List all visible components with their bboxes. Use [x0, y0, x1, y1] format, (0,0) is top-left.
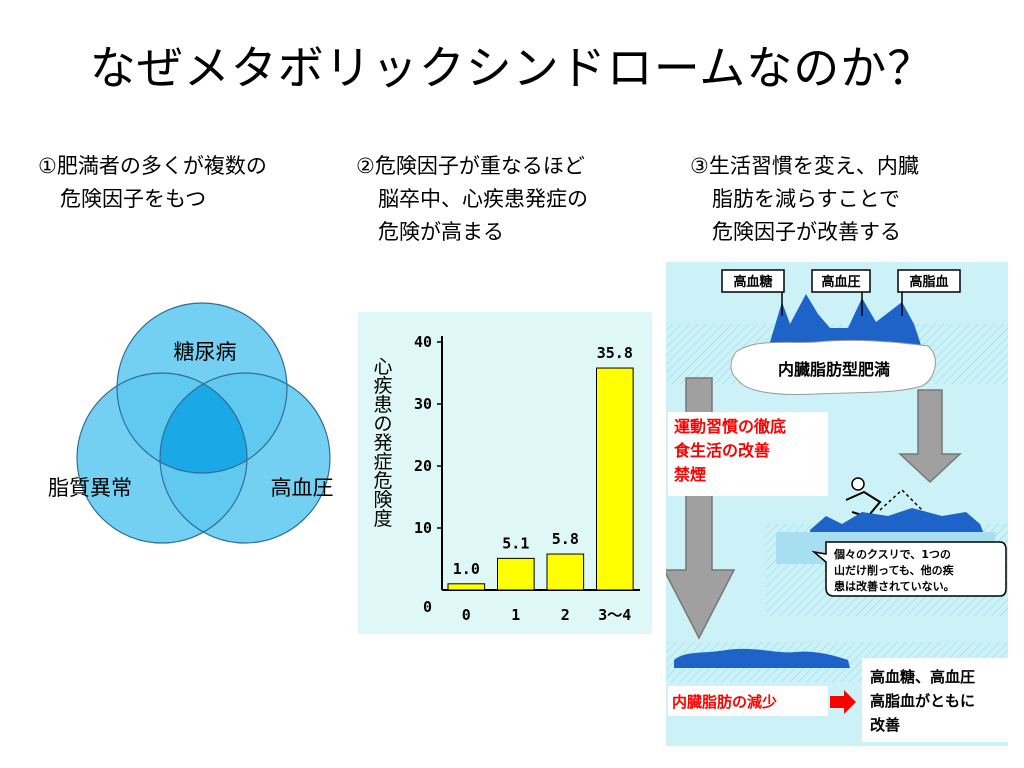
point-obesity-risk: ①肥満者の多くが複数の 危険因子をもつ	[38, 150, 267, 216]
heart-disease-risk-bar-chart: 0 10 20 30 40 1.0 0 5.1 1 5.8 2 35.8 3〜4	[414, 333, 640, 624]
tag-hyperlipidemia: 高脂血	[897, 269, 961, 316]
y-tick-label: 0	[423, 598, 432, 616]
y-axis-label-char: の	[373, 413, 393, 435]
bar-value-label: 5.8	[552, 530, 579, 548]
venn-outline-dyslipidemia	[76, 372, 248, 544]
venn-outline-hypertension	[159, 372, 331, 544]
tag-high-blood-pressure: 高血圧	[811, 269, 871, 316]
lifestyle-line-diet: 食生活の改善	[673, 441, 770, 460]
slide-title: なぜメタボリックシンドロームなのか？	[89, 41, 935, 95]
y-tick-label: 30	[414, 395, 432, 413]
lifestyle-line-exercise: 運動習慣の徹底	[674, 417, 786, 436]
reduction-label: 内臓脂肪の減少	[672, 693, 777, 711]
y-axis-label-char: 症	[373, 451, 393, 473]
bar-value-label: 5.1	[502, 534, 529, 552]
red-arrow-icon	[830, 690, 856, 714]
reduction-label-box	[668, 686, 828, 716]
bar-value-label: 1.0	[453, 560, 480, 578]
y-axis-label-char: 発	[373, 432, 393, 454]
result-box	[862, 658, 1008, 742]
bubble-line-3: 患は改善されていない。	[834, 579, 955, 593]
venn-label-diabetes: 糖尿病	[174, 340, 237, 364]
risk-factor-venn-diagram: 糖尿病 脂質異常 高血圧	[48, 302, 334, 544]
y-axis-label: 心疾患の発症危険度	[368, 358, 398, 529]
bar-1	[497, 557, 535, 591]
obesity-label: 内臓脂肪型肥満	[778, 360, 890, 379]
point-3-line-3: 危険因子が改善する	[712, 220, 901, 244]
y-axis-label-char: 心	[373, 356, 393, 378]
illustration-canvas: 高血糖 高血圧 高脂血 内臓脂肪型肥満 運動習慣の徹底 食生活の改善 禁煙	[666, 269, 1008, 742]
bar-2	[546, 553, 585, 591]
point-3-line-1: ③生活習慣を変え、内臓	[690, 154, 919, 178]
y-tick-label: 40	[414, 333, 432, 351]
tag-label-high-blood-sugar: 高血糖	[733, 274, 772, 290]
y-tick-label: 10	[414, 519, 432, 537]
low-mountains	[810, 508, 984, 534]
result-line-3: 改善	[870, 716, 900, 734]
visceral-fat-illustration: 高血糖 高血圧 高脂血 内臓脂肪型肥満 運動習慣の徹底 食生活の改善 禁煙	[666, 262, 1008, 746]
y-tick-label: 20	[414, 457, 432, 475]
x-tick-label: 0	[462, 606, 471, 624]
point-3-line-2: 脂肪を減らすことで	[712, 187, 900, 211]
visceral-obesity-blob	[730, 339, 936, 395]
y-axis-label-char: 疾	[373, 375, 393, 397]
y-axis-label-char: 危	[373, 470, 393, 492]
tag-label-high-blood-pressure: 高血圧	[821, 274, 860, 290]
y-axis-label-char: 患	[373, 394, 393, 416]
venn-outline-diabetes	[116, 302, 288, 474]
x-tick-label: 1	[511, 606, 520, 624]
point-risk-accumulation: ②危険因子が重なるほど 脳卒中、心疾患発症の 危険が高まる	[356, 150, 588, 249]
venn-label-hypertension: 高血圧	[271, 476, 334, 500]
down-arrow-right	[898, 389, 962, 484]
bubble-line-1: 個々のクスリで、1つの	[833, 547, 951, 561]
result-line-1: 高血糖、高血圧	[870, 668, 975, 686]
x-tick-label: 2	[561, 606, 570, 624]
point-lifestyle-change: ③生活習慣を変え、内臓 脂肪を減らすことで 危険因子が改善する	[690, 150, 919, 249]
tag-high-blood-sugar: 高血糖	[721, 269, 785, 316]
bar-3〜4	[596, 367, 634, 591]
down-arrow-left	[666, 377, 736, 640]
point-2-line-3: 危険が高まる	[378, 220, 504, 244]
tag-label-hyperlipidemia: 高脂血	[909, 274, 948, 290]
bar-value-label: 35.8	[597, 344, 633, 362]
x-tick-label: 3〜4	[598, 606, 631, 624]
bubble-line-2: 山だけ削っても、他の疾	[834, 563, 954, 577]
speech-bubble	[811, 541, 1007, 597]
bar-0	[447, 583, 486, 591]
point-1-line-2: 危険因子をもつ	[60, 187, 207, 211]
reduced-fat-layer	[674, 648, 850, 668]
point-2-line-1: ②危険因子が重なるほど	[356, 154, 585, 178]
y-axis-label-char: 度	[373, 508, 393, 530]
lifestyle-box	[668, 412, 828, 496]
point-2-line-2: 脳卒中、心疾患発症の	[378, 187, 588, 211]
venn-label-dyslipidemia: 脂質異常	[48, 476, 132, 500]
lifestyle-line-no-smoking: 禁煙	[674, 465, 706, 484]
point-1-line-1: ①肥満者の多くが複数の	[38, 154, 267, 178]
y-axis-label-char: 険	[373, 489, 393, 511]
result-line-2: 高脂血がともに	[870, 692, 975, 710]
